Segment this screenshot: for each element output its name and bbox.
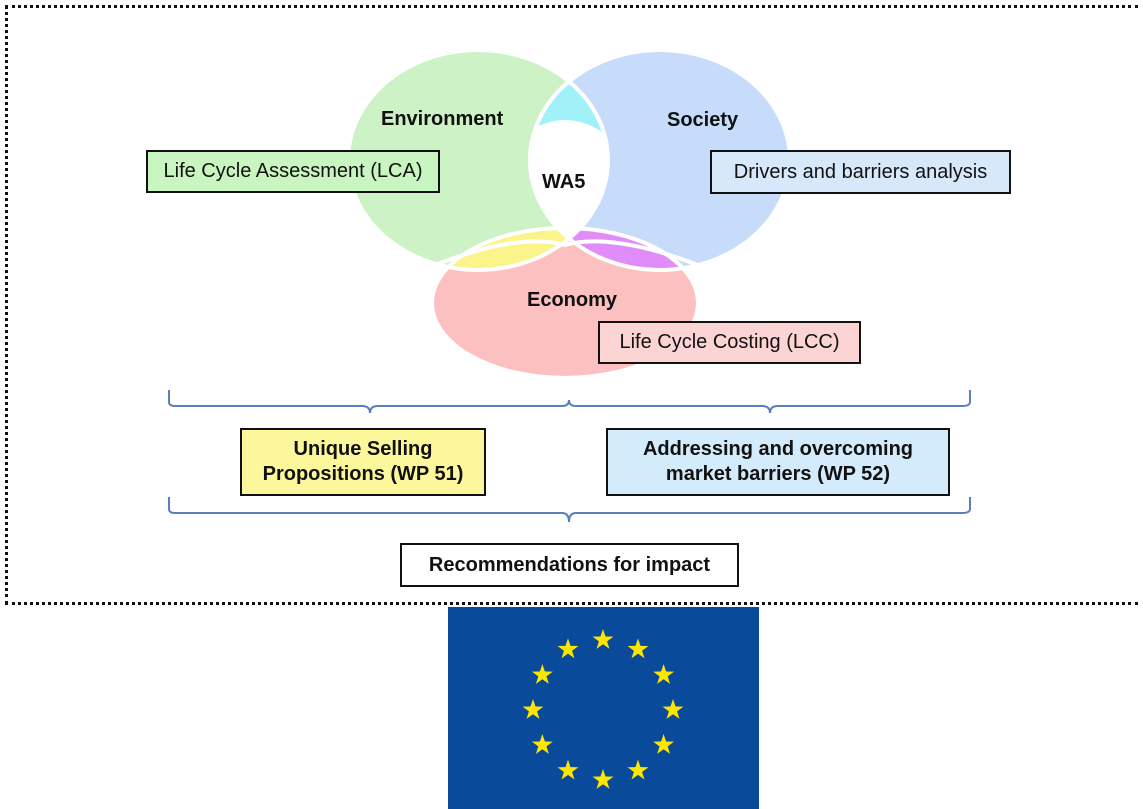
eu-star-icon <box>627 638 649 659</box>
eu-star-icon <box>531 664 553 684</box>
economy-label: Economy <box>527 289 618 311</box>
environment-label: Environment <box>381 108 504 130</box>
center-label: WA5 <box>542 171 586 193</box>
dotted-frame <box>5 5 1138 605</box>
eu-star-icon <box>592 629 614 649</box>
recommendations-box: Recommendations for impact <box>400 543 739 587</box>
barriers-line-1: Addressing and overcoming <box>642 438 914 460</box>
eu-star-icon <box>557 759 579 780</box>
usp-line-1: Unique Selling <box>293 438 433 460</box>
eu-star-icon <box>627 759 649 780</box>
eu-star-icon <box>531 734 553 754</box>
eu-star-icon <box>653 734 675 754</box>
eu-flag <box>448 607 759 809</box>
society-label: Society <box>667 109 739 131</box>
eu-star-icon <box>557 638 579 659</box>
usp-line-2: Propositions (WP 51) <box>262 463 464 485</box>
drivers-box: Drivers and barriers analysis <box>710 150 1011 194</box>
barriers-line-2: market barriers (WP 52) <box>665 463 891 485</box>
brace-top <box>168 390 971 414</box>
barriers-box: Addressing and overcoming market barrier… <box>606 428 950 496</box>
lca-box: Life Cycle Assessment (LCA) <box>146 150 440 193</box>
usp-box: Unique Selling Propositions (WP 51) <box>240 428 486 496</box>
eu-star-icon <box>522 699 544 719</box>
eu-star-icon <box>592 769 614 789</box>
lcc-box: Life Cycle Costing (LCC) <box>598 321 861 364</box>
env-eco-overlap <box>432 228 608 270</box>
brace-bottom <box>168 497 971 523</box>
eu-star-icon <box>662 699 684 719</box>
eu-star-icon <box>653 664 675 684</box>
